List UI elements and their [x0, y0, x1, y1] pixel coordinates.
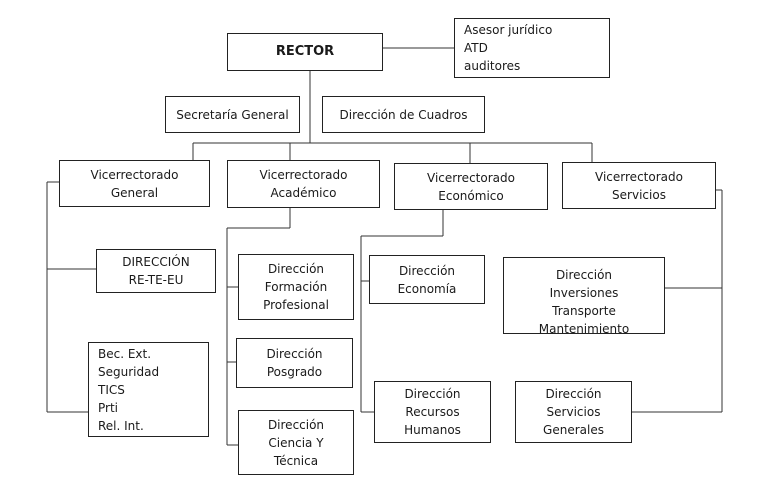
- inversiones-line-2: Inversiones: [549, 286, 619, 300]
- serv-gen-line-2: Servicios: [546, 405, 601, 419]
- posgrado-line-2: Posgrado: [266, 365, 323, 379]
- cuadros-label: Dirección de Cuadros: [339, 107, 468, 122]
- vr-servicios-line-2: Servicios: [612, 187, 666, 202]
- vr-servicios-line-1: Vicerrectorado: [595, 169, 683, 184]
- economia-line-1: Dirección: [398, 263, 456, 278]
- retec-line-2: RE-TE-EU: [128, 273, 184, 287]
- direccion-formacion-box: Dirección Formación Profesional: [238, 254, 354, 320]
- direccion-ciencia-box: Dirección Ciencia Y Técnica: [238, 410, 354, 475]
- serv-gen-line-3: Generales: [543, 423, 604, 437]
- direccion-rrhh-box: Dirección Recursos Humanos: [374, 381, 491, 443]
- ciencia-line-1: Dirección: [267, 417, 325, 432]
- vr-general-line-2: General: [110, 185, 159, 200]
- direccion-cuadros-box: Dirección de Cuadros: [322, 96, 485, 133]
- rrhh-line-2: Recursos: [405, 405, 460, 419]
- rrhh-line-3: Humanos: [404, 423, 461, 437]
- vr-general-line-1: Vicerrectorado: [90, 167, 179, 182]
- direccion-retec-box: DIRECCIÓN RE-TE-EU: [96, 249, 216, 293]
- asesor-line-2: ATD: [464, 41, 488, 55]
- asesor-box: Asesor jurídico ATD auditores: [454, 18, 610, 78]
- formacion-line-1: Dirección: [267, 262, 325, 276]
- misc-line-4: Prti: [98, 400, 118, 415]
- asesor-line-1: Asesor jurídico: [464, 23, 553, 37]
- vicerrectorado-servicios-box: Vicerrectorado Servicios: [562, 162, 716, 209]
- inversiones-line-4: Mantenimiento: [538, 322, 630, 336]
- direccion-posgrado-box: Dirección Posgrado: [236, 338, 353, 388]
- direccion-economia-box: Dirección Economía: [369, 255, 485, 304]
- misc-line-5: Rel. Int.: [98, 418, 144, 433]
- asesor-line-3: auditores: [464, 59, 521, 73]
- posgrado-line-1: Dirección: [266, 347, 323, 361]
- vr-economico-line-1: Vicerrectorado: [427, 170, 515, 185]
- formacion-line-3: Profesional: [263, 298, 329, 312]
- misc-offices-box: Bec. Ext. Seguridad TICS Prti Rel. Int.: [88, 342, 209, 437]
- ciencia-line-3: Técnica: [273, 453, 319, 468]
- direccion-servicios-generales-box: Dirección Servicios Generales: [515, 381, 632, 443]
- vicerrectorado-general-box: Vicerrectorado General: [59, 160, 210, 207]
- direccion-inversiones-box: Dirección Inversiones Transporte Manteni…: [503, 257, 665, 336]
- serv-gen-line-1: Dirección: [545, 387, 602, 401]
- rector-box: RECTOR: [227, 33, 383, 71]
- retec-line-1: DIRECCIÓN: [122, 255, 190, 269]
- vicerrectorado-academico-box: Vicerrectorado Académico: [227, 160, 380, 208]
- vr-academico-line-2: Académico: [270, 186, 337, 200]
- misc-line-3: TICS: [98, 382, 125, 397]
- misc-line-2: Seguridad: [98, 364, 160, 379]
- misc-line-1: Bec. Ext.: [98, 346, 152, 361]
- rrhh-line-1: Dirección: [404, 387, 461, 401]
- economia-line-2: Economía: [397, 281, 457, 296]
- inversiones-line-1: Dirección: [555, 268, 613, 282]
- ciencia-line-2: Ciencia Y: [268, 435, 324, 450]
- vr-economico-line-2: Económico: [438, 188, 504, 203]
- inversiones-line-3: Transporte: [552, 304, 616, 318]
- vicerrectorado-economico-box: Vicerrectorado Económico: [394, 163, 548, 210]
- secretaria-general-box: Secretaría General: [165, 96, 300, 133]
- vr-academico-line-1: Vicerrectorado: [259, 168, 348, 182]
- secretaria-label: Secretaría General: [176, 107, 289, 122]
- rector-label: RECTOR: [275, 44, 335, 59]
- formacion-line-2: Formación: [264, 280, 328, 294]
